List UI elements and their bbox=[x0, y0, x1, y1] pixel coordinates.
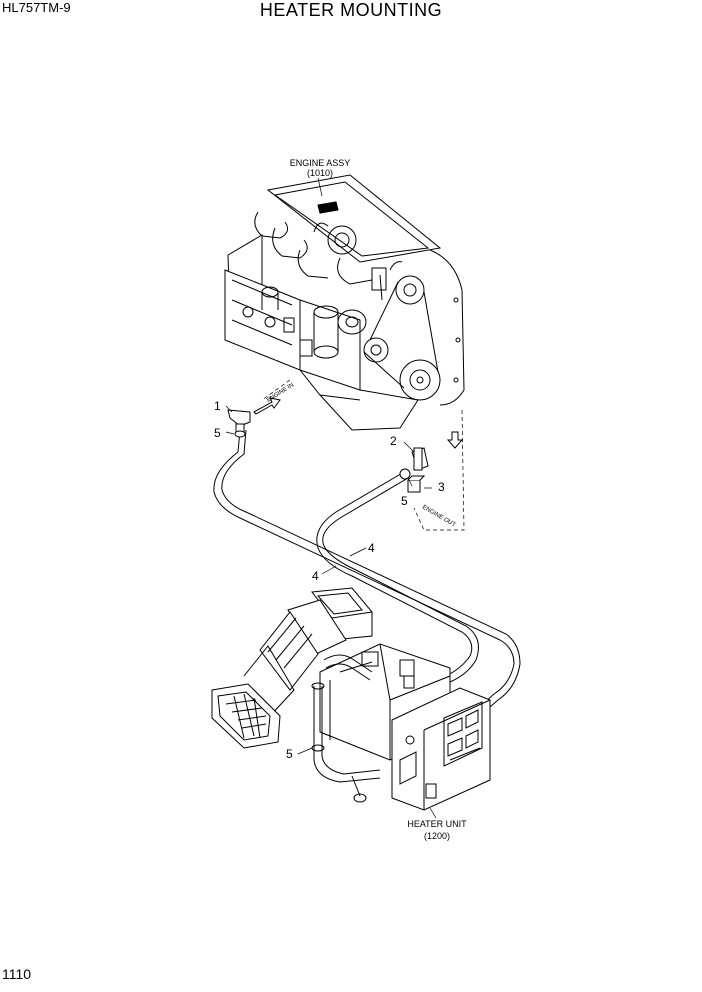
page-title: HEATER MOUNTING bbox=[259, 0, 443, 20]
hose-fittings bbox=[227, 397, 464, 493]
page-number: 1110 bbox=[2, 966, 32, 982]
heater-hoses bbox=[213, 429, 521, 735]
engine-in-label: ENGINE IN bbox=[266, 382, 295, 403]
callout-5-heater: 5 bbox=[286, 747, 293, 761]
engine-assy-code: (1010) bbox=[307, 168, 333, 178]
callout-4-upper: 4 bbox=[368, 541, 375, 555]
callout-4-lower: 4 bbox=[312, 569, 319, 583]
model-number: HL757TM-9 bbox=[2, 0, 71, 15]
heater-unit-code: (1200) bbox=[424, 831, 450, 841]
heater-unit bbox=[211, 587, 491, 811]
engine-assy-label: ENGINE ASSY bbox=[290, 158, 351, 168]
callout-1: 1 bbox=[214, 399, 221, 413]
callout-5-engine-in: 5 bbox=[214, 426, 221, 440]
callout-2: 2 bbox=[390, 434, 397, 448]
engine-out-label: ENGINE OUT bbox=[421, 505, 457, 529]
engine-assembly bbox=[224, 174, 465, 431]
heater-unit-label: HEATER UNIT bbox=[407, 819, 467, 829]
leader-lines bbox=[225, 177, 465, 819]
callout-3: 3 bbox=[438, 480, 445, 494]
callout-5-engine-out: 5 bbox=[401, 494, 408, 508]
